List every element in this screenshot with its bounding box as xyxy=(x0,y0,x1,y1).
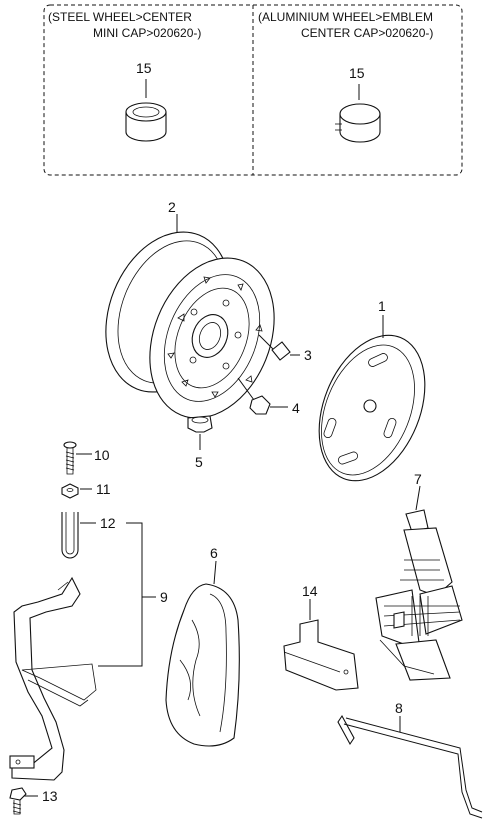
spare-tire-carrier xyxy=(9,522,156,781)
hex-nut xyxy=(61,483,92,499)
callout-3: 3 xyxy=(304,347,312,363)
callout-15-right: 15 xyxy=(349,65,365,81)
callout-10: 10 xyxy=(94,447,110,463)
hold-down-bolt xyxy=(63,441,92,475)
steel-wheel-caption-line2-text: MINI CAP>020620-) xyxy=(93,26,201,40)
callout-7: 7 xyxy=(414,471,422,487)
center-cap-inset: (STEEL WHEEL>CENTER (ALUMINIUM WHEEL>EMB… xyxy=(43,4,463,176)
callout-9: 9 xyxy=(160,589,168,605)
callout-6: 6 xyxy=(210,545,218,561)
callout-2: 2 xyxy=(168,199,176,215)
aluminium-wheel-caption-line2: CENTER CAP>020620-) xyxy=(301,26,433,40)
jack-handle xyxy=(337,714,483,819)
callout-8: 8 xyxy=(395,700,403,716)
carrier-bolt xyxy=(9,787,38,815)
spare-wheel-cover xyxy=(318,315,426,482)
center-mini-cap xyxy=(125,102,167,142)
callout-13: 13 xyxy=(42,788,58,804)
steel-wheel-caption-line1: (STEEL WHEEL>CENTER xyxy=(48,10,192,24)
callout-11: 11 xyxy=(96,481,111,497)
scissor-jack xyxy=(375,485,463,681)
wheel-nut xyxy=(237,377,288,415)
jack-cover-bag xyxy=(165,560,240,747)
callout-1: 1 xyxy=(378,298,386,314)
callout-12: 12 xyxy=(100,515,116,531)
callout-5: 5 xyxy=(195,454,203,470)
valve-stem xyxy=(258,334,300,361)
steel-wheel xyxy=(105,214,275,419)
retaining-clip xyxy=(187,415,213,450)
u-bolt xyxy=(61,512,96,559)
callout-14: 14 xyxy=(302,583,318,599)
callout-15-left: 15 xyxy=(136,60,152,76)
callout-4: 4 xyxy=(292,400,300,416)
aluminium-wheel-caption-line1: (ALUMINIUM WHEEL>EMBLEM xyxy=(258,10,433,24)
emblem-center-cap xyxy=(335,103,381,143)
jack-bracket xyxy=(283,599,359,691)
